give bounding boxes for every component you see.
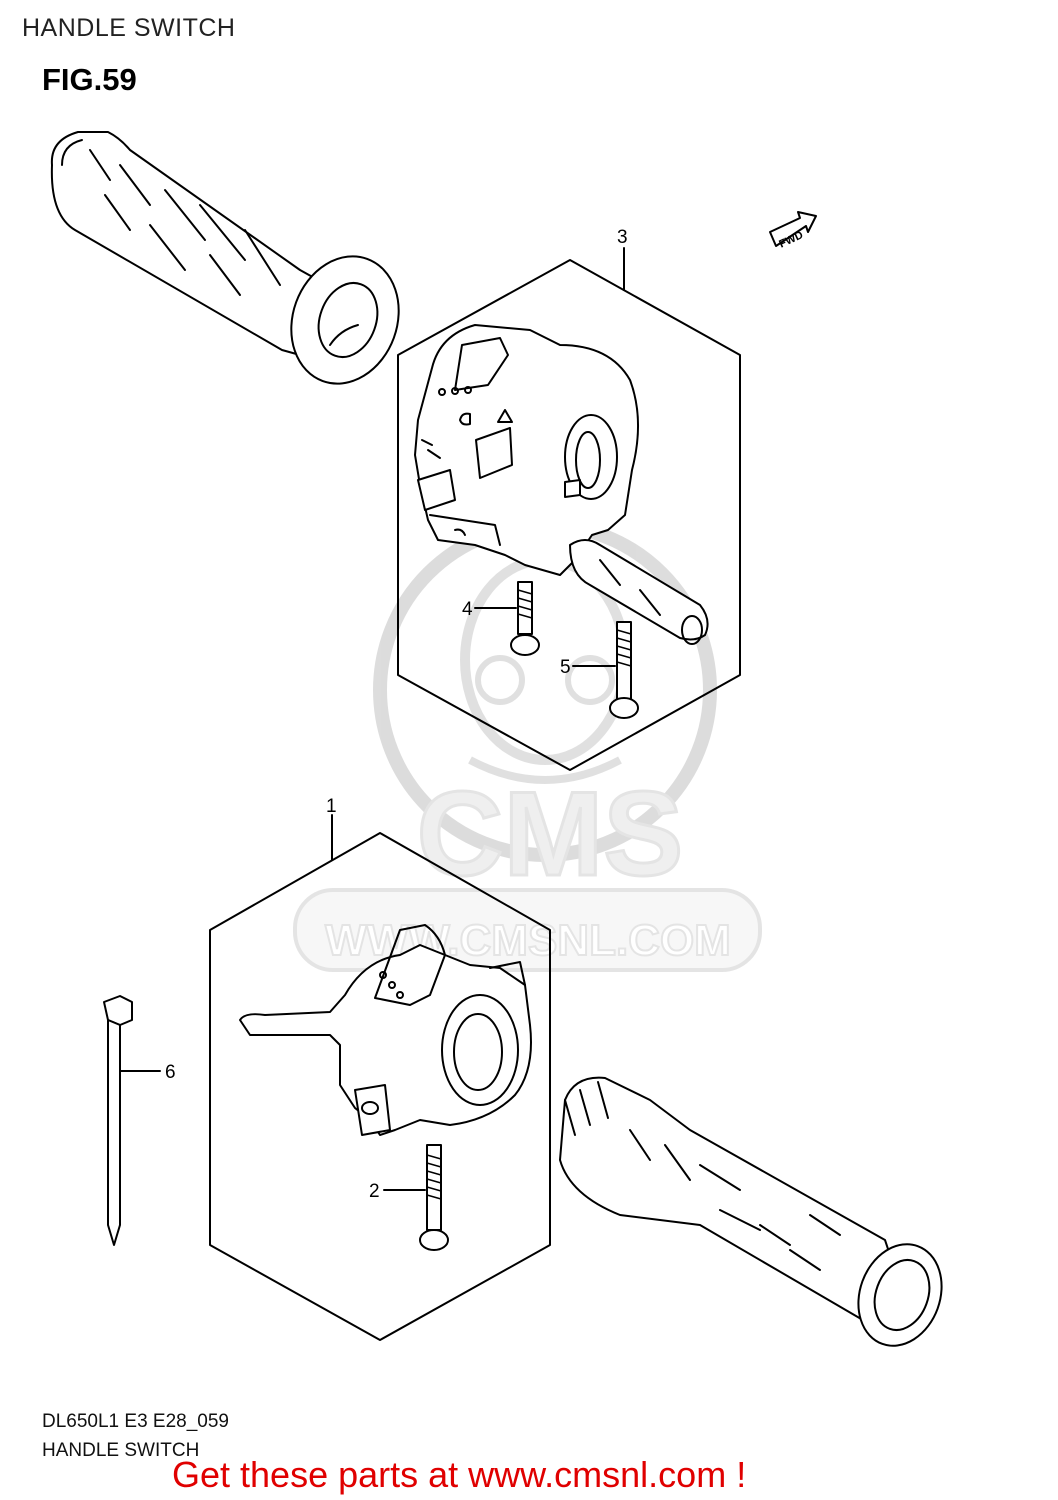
diagram-code: DL650L1 E3 E28_059 [42, 1411, 229, 1432]
right-handle-switch-part [414, 324, 709, 645]
callout-3: 3 [617, 227, 628, 248]
callout-4: 4 [462, 599, 473, 620]
callout-2: 2 [369, 1181, 380, 1202]
screw-4-part [474, 581, 540, 656]
promo-link[interactable]: Get these parts at www.cmsnl.com ! [172, 1454, 747, 1495]
figure-label: FIG.59 [42, 62, 137, 97]
screw-2-part [383, 1144, 449, 1251]
callout-6: 6 [165, 1062, 176, 1083]
screw-5-part [572, 621, 639, 719]
diagram-name: HANDLE SWITCH [42, 1440, 200, 1461]
fwd-arrow-icon: FWD [769, 211, 817, 251]
left-grip-part [50, 131, 400, 385]
switch-assembly-1-outline [209, 832, 551, 1341]
watermark-brand: CMS [417, 767, 684, 901]
page-title: HANDLE SWITCH [22, 14, 236, 42]
callout-5: 5 [560, 657, 571, 678]
watermark-url: WWW.CMSNL.COM [325, 916, 731, 965]
right-throttle-grip-part [559, 1076, 943, 1347]
switch-assembly-3-outline [397, 259, 741, 771]
cable-tie-6-part [103, 995, 161, 1246]
callout-1: 1 [326, 796, 337, 817]
left-handle-switch-part [239, 924, 532, 1136]
